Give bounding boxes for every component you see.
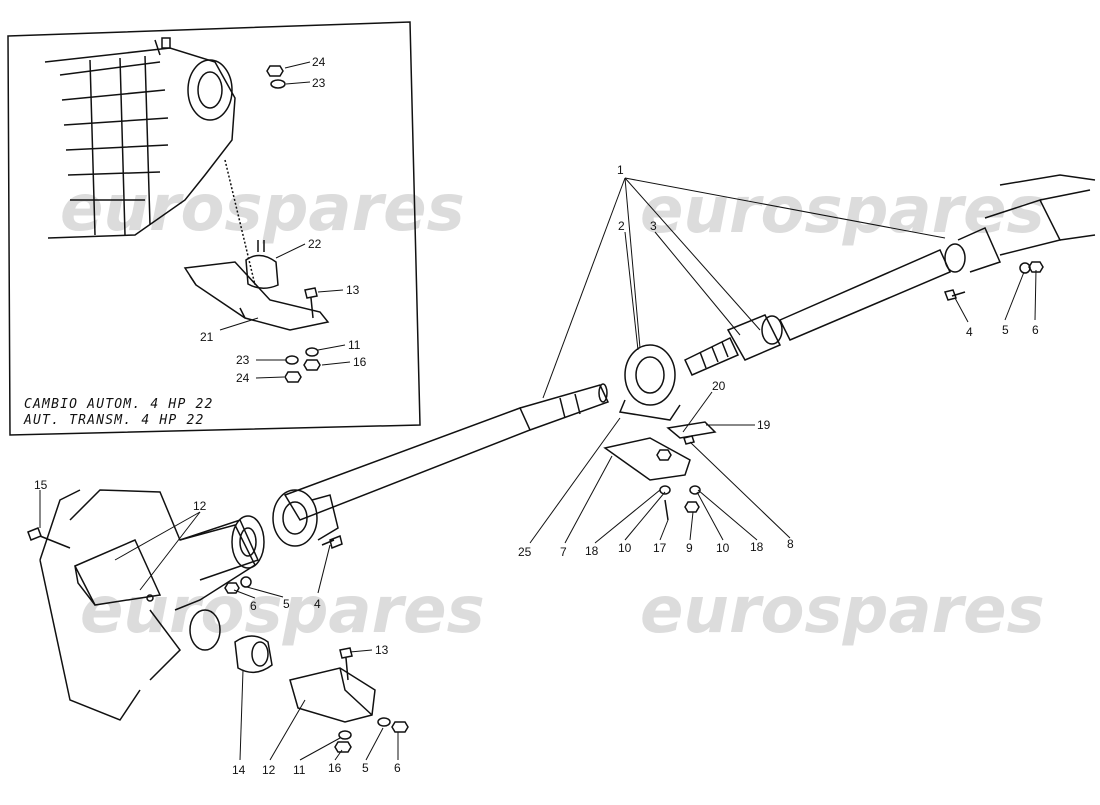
callout-18-left: 18 [585, 544, 599, 558]
callout-6-bottom: 6 [394, 761, 401, 775]
callout-10-right: 10 [716, 541, 730, 555]
callout-4-right: 4 [966, 325, 973, 339]
callout-14: 14 [232, 763, 246, 777]
callout-8: 8 [787, 537, 794, 551]
callout-2: 2 [618, 219, 625, 233]
callout-3: 3 [650, 219, 657, 233]
inset-callout-21: 21 [200, 330, 214, 344]
callout-19: 19 [757, 418, 771, 432]
driveshaft-assembly [27, 174, 1096, 753]
leader-lines [39, 177, 1037, 761]
inset-leaders [219, 61, 351, 379]
watermark-bottom-right: eurospares [640, 574, 1045, 648]
inset-callout-labels: 24 23 22 13 21 11 23 16 24 [200, 55, 367, 385]
callout-16: 16 [328, 761, 342, 775]
callout-7: 7 [560, 545, 567, 559]
callout-labels: 1 2 3 4 5 6 20 19 25 7 18 10 17 9 10 18 … [34, 163, 1039, 777]
callout-12-lower: 12 [262, 763, 276, 777]
callout-12-upper: 12 [193, 499, 207, 513]
inset-panel [7, 21, 421, 436]
callout-18-right: 18 [750, 540, 764, 554]
inset-caption: CAMBIO AUTOM. 4 HP 22 AUT. TRANSM. 4 HP … [23, 397, 214, 428]
inset-caption-line2: AUT. TRANSM. 4 HP 22 [23, 413, 205, 428]
callout-5-bottom: 5 [362, 761, 369, 775]
watermarks: eurospares eurospares eurospares eurospa… [60, 172, 1045, 648]
inset-callout-16: 16 [353, 355, 367, 369]
inset-callout-24-bottom: 24 [236, 371, 250, 385]
inset-callout-11: 11 [348, 338, 361, 352]
inset-callout-24-top: 24 [312, 55, 326, 69]
inset-caption-line1: CAMBIO AUTOM. 4 HP 22 [24, 397, 214, 412]
inset-callout-13: 13 [346, 283, 360, 297]
callout-15: 15 [34, 478, 48, 492]
callout-5-right: 5 [1002, 323, 1009, 337]
callout-25: 25 [518, 545, 532, 559]
callout-9: 9 [686, 541, 693, 555]
inset-callout-22: 22 [308, 237, 322, 251]
callout-10-left: 10 [618, 541, 632, 555]
watermark-bottom-left: eurospares [80, 574, 485, 648]
callout-11: 11 [293, 763, 306, 777]
inset-callout-23-bottom: 23 [236, 353, 250, 367]
watermark-top-right: eurospares [640, 174, 1045, 248]
callout-17: 17 [653, 541, 667, 555]
watermark-top-left: eurospares [60, 172, 465, 246]
inset-callout-23-top: 23 [312, 76, 326, 90]
callout-4-left: 4 [314, 597, 321, 611]
callout-6-right: 6 [1032, 323, 1039, 337]
callout-20: 20 [712, 379, 726, 393]
callout-13: 13 [375, 643, 389, 657]
callout-5-left: 5 [283, 597, 290, 611]
callout-6-left: 6 [250, 599, 257, 613]
callout-1: 1 [617, 163, 624, 177]
